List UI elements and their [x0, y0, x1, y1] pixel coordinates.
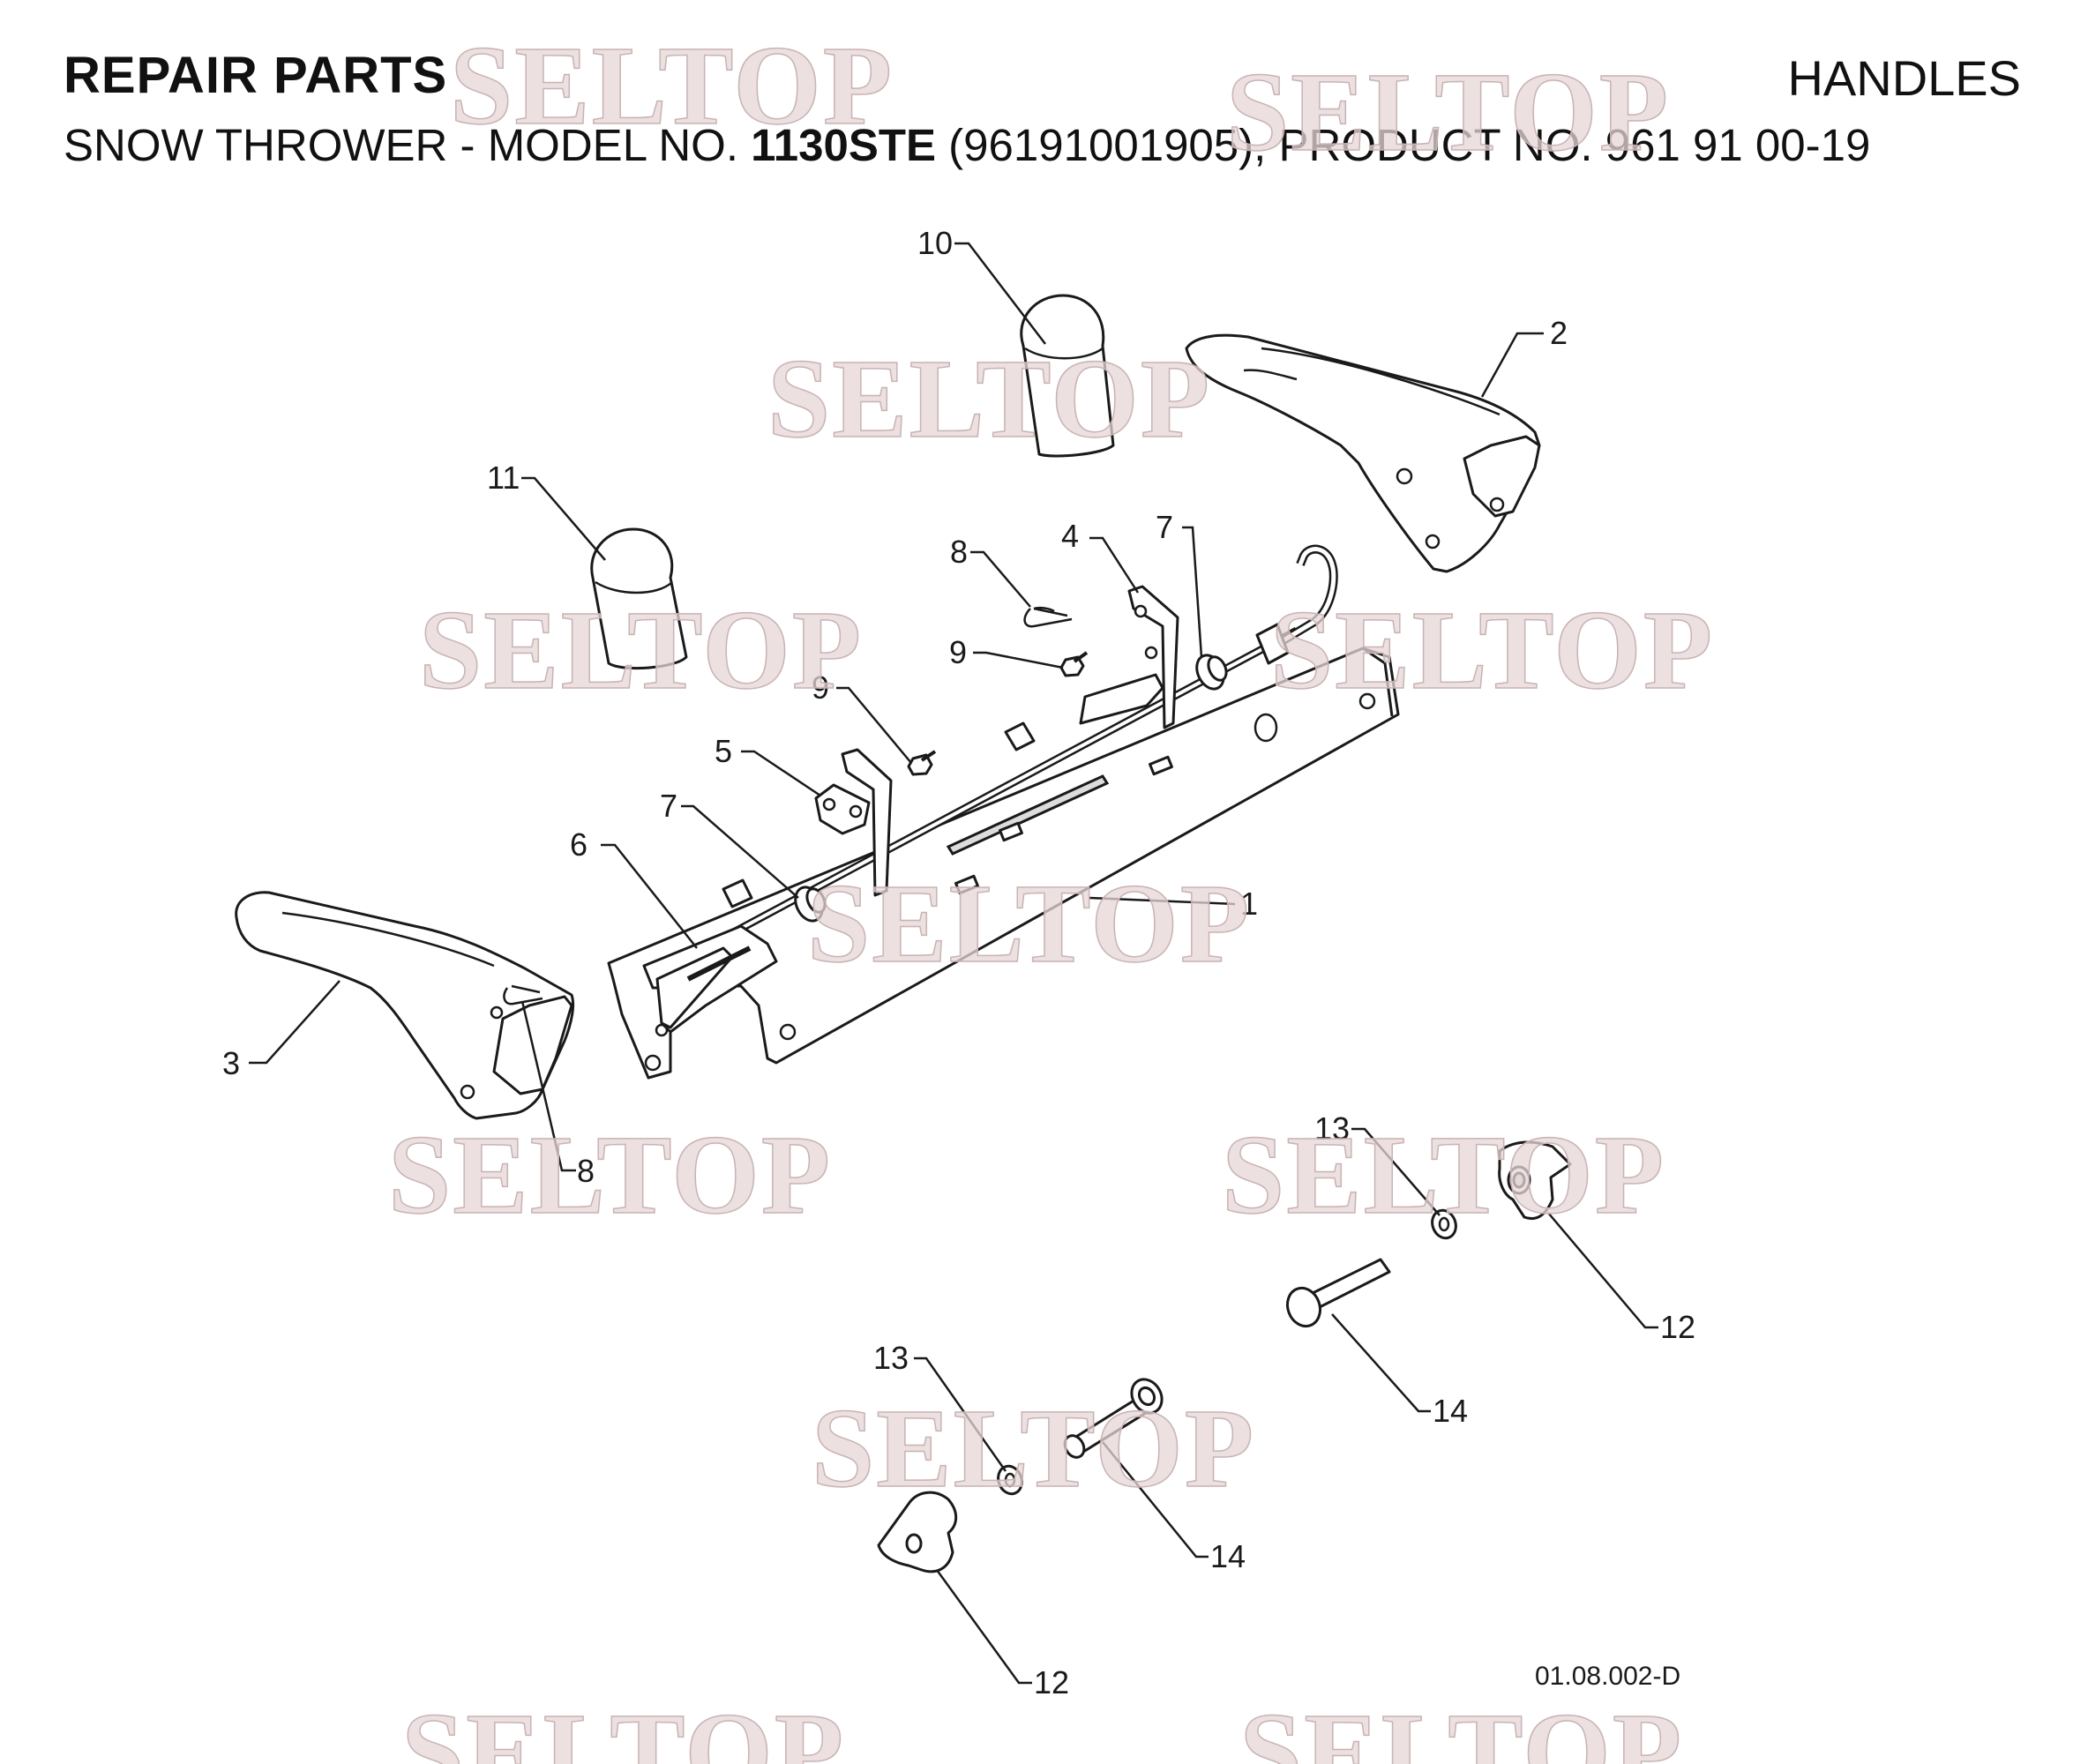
watermark: SELTOP: [388, 1112, 832, 1237]
watermark: SELTOP: [812, 1386, 1255, 1511]
watermark: SELTOP: [807, 861, 1251, 986]
leader-lines: [249, 242, 1658, 1685]
part-13-washer-lower: [997, 1464, 1023, 1496]
watermark: SELTOP: [1226, 49, 1670, 175]
part-13-washer-upper: [1431, 1208, 1457, 1240]
part-6-linkage: [642, 924, 778, 1034]
part-2-right-handle: [1185, 333, 1541, 573]
section-title: HANDLES: [1787, 50, 2021, 106]
part-4-bracket: [1079, 585, 1179, 729]
part-11-knob: [590, 527, 688, 670]
part-7-bushing-upper: [1195, 654, 1228, 691]
callout-4: 4: [1061, 518, 1079, 554]
callout-7-upper: 7: [1156, 509, 1173, 545]
model-number: 1130STE: [751, 120, 936, 170]
watermark: SELTOP: [1222, 1112, 1665, 1237]
callout-1: 1: [1240, 886, 1258, 922]
watermark: SELTOP: [401, 1690, 845, 1764]
part-12-star-knob-upper: [1498, 1140, 1572, 1221]
part-10-knob: [1020, 294, 1115, 458]
part-7-bushing-lower: [794, 886, 827, 923]
callout-3: 3: [222, 1045, 240, 1081]
subtitle-prefix: SNOW THROWER - MODEL NO.: [64, 120, 752, 170]
callout-labels: 1 2 3 4 5 6 7 7 8 8 9 9 10 11 12 12 13 1…: [222, 225, 1695, 1700]
part-9-screw-upper: [1059, 651, 1089, 677]
part-8-hairpin-lower: [503, 984, 543, 1005]
part-14-bolt-upper: [1285, 1258, 1391, 1328]
callout-11: 11: [487, 460, 520, 496]
part-14-bolt-lower: [1063, 1378, 1164, 1459]
callout-6: 6: [570, 826, 587, 863]
callout-7-lower: 7: [660, 788, 677, 824]
callout-2: 2: [1550, 315, 1568, 351]
part-5-bracket: [814, 748, 893, 897]
part-8-hairpin-upper: [1023, 606, 1073, 628]
callout-14-upper: 14: [1433, 1393, 1468, 1429]
callout-14-lower: 14: [1210, 1538, 1246, 1574]
part-12-star-knob-lower: [877, 1491, 958, 1573]
drawing-number: 01.08.002-D: [1535, 1662, 1680, 1691]
callout-8-lower: 8: [577, 1153, 595, 1189]
callout-5: 5: [715, 733, 732, 769]
callout-9-lower: 9: [812, 669, 829, 706]
callout-10: 10: [917, 225, 953, 261]
subtitle-suffix: (96191001905), PRODUCT NO. 961 91 00-19: [936, 120, 1871, 170]
watermark: SELTOP: [419, 587, 863, 713]
part-1-bracket-plate: [607, 544, 1400, 1080]
page-title: REPAIR PARTS: [64, 47, 448, 104]
watermark-layer: SELTOP SELTOP SELTOP SELTOP SELTOP SELTO…: [387, 22, 1714, 1764]
model-subtitle: SNOW THROWER - MODEL NO. 1130STE (961910…: [64, 119, 1870, 171]
watermark: SELTOP: [1239, 1690, 1683, 1764]
callout-13-lower: 13: [873, 1340, 909, 1376]
watermark: SELTOP: [1270, 587, 1714, 713]
watermark: SELTOP: [767, 336, 1211, 461]
callout-13-upper: 13: [1314, 1110, 1350, 1147]
callout-9-upper: 9: [949, 634, 967, 670]
callout-12-lower: 12: [1034, 1664, 1069, 1700]
callout-12-upper: 12: [1660, 1309, 1695, 1345]
part-9-screw-lower: [907, 750, 937, 776]
callout-8-upper: 8: [950, 534, 968, 570]
watermark: SELTOP: [450, 23, 894, 148]
